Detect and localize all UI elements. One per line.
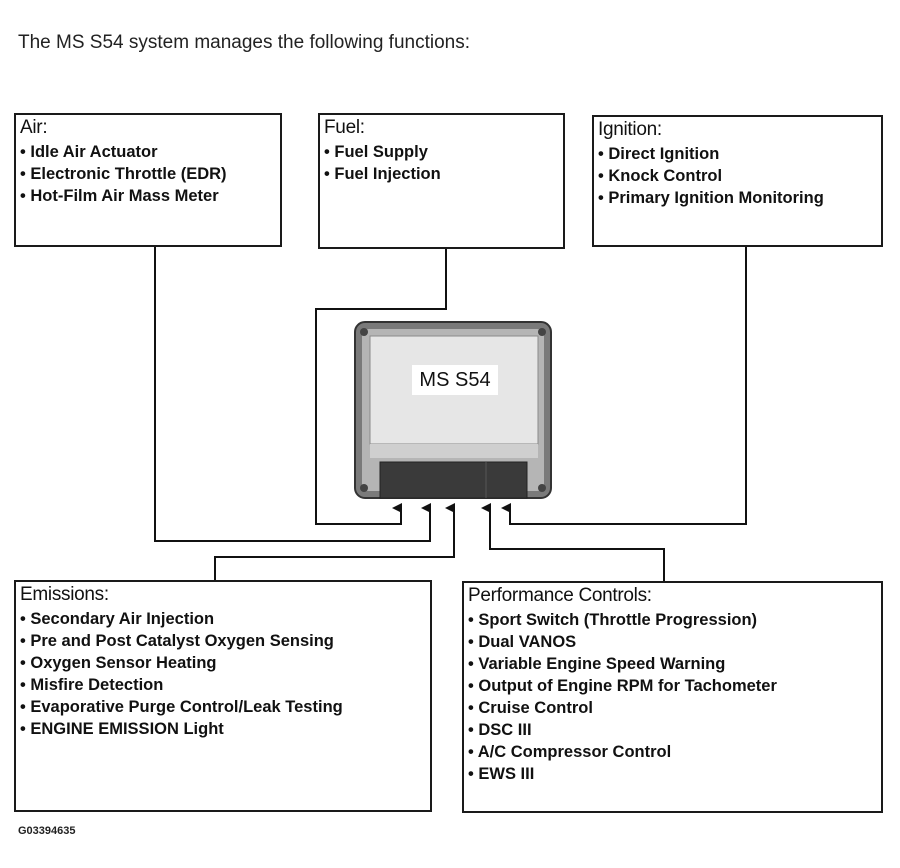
ignition-connector [501,247,747,525]
list-item: Direct Ignition [598,143,881,165]
air-list: Idle Air Actuator Electronic Throttle (E… [16,141,280,207]
emissions-box: Emissions: Secondary Air Injection Pre a… [14,580,432,812]
ignition-title: Ignition: [598,119,662,140]
intro-text: The MS S54 system manages the following … [18,32,471,53]
list-item: ENGINE EMISSION Light [20,718,430,740]
list-item: Hot-Film Air Mass Meter [20,185,280,207]
list-item: EWS III [468,763,881,785]
list-item: Sport Switch (Throttle Progression) [468,609,881,631]
list-item: A/C Compressor Control [468,741,881,763]
fuel-title: Fuel: [324,117,365,138]
list-item: Misfire Detection [20,674,430,696]
list-item: Dual VANOS [468,631,881,653]
list-item: Evaporative Purge Control/Leak Testing [20,696,430,718]
list-item: Secondary Air Injection [20,608,430,630]
emissions-list: Secondary Air Injection Pre and Post Cat… [16,608,430,740]
fuel-box: Fuel: Fuel Supply Fuel Injection [318,113,565,249]
ignition-list: Direct Ignition Knock Control Primary Ig… [594,143,881,209]
list-item: Knock Control [598,165,881,187]
list-item: Pre and Post Catalyst Oxygen Sensing [20,630,430,652]
list-item: Fuel Injection [324,163,563,185]
performance-list: Sport Switch (Throttle Progression) Dual… [464,609,881,785]
air-title: Air: [20,117,48,138]
performance-box: Performance Controls: Sport Switch (Thro… [462,581,883,813]
fuel-connector [315,249,447,525]
list-item: DSC III [468,719,881,741]
list-item: Output of Engine RPM for Tachometer [468,675,881,697]
list-item: Primary Ignition Monitoring [598,187,881,209]
ecu-label: MS S54 [412,365,498,395]
list-item: Idle Air Actuator [20,141,280,163]
performance-title: Performance Controls: [468,585,652,606]
air-connector [154,247,431,542]
emissions-connector [214,503,455,580]
list-item: Oxygen Sensor Heating [20,652,430,674]
list-item: Cruise Control [468,697,881,719]
performance-connector [481,503,665,581]
list-item: Electronic Throttle (EDR) [20,163,280,185]
figure-code: G03394635 [18,825,76,837]
ecu-module [354,321,552,499]
fuel-list: Fuel Supply Fuel Injection [320,141,563,185]
air-box: Air: Idle Air Actuator Electronic Thrott… [14,113,282,247]
emissions-title: Emissions: [20,584,109,605]
list-item: Variable Engine Speed Warning [468,653,881,675]
list-item: Fuel Supply [324,141,563,163]
ignition-box: Ignition: Direct Ignition Knock Control … [592,115,883,247]
